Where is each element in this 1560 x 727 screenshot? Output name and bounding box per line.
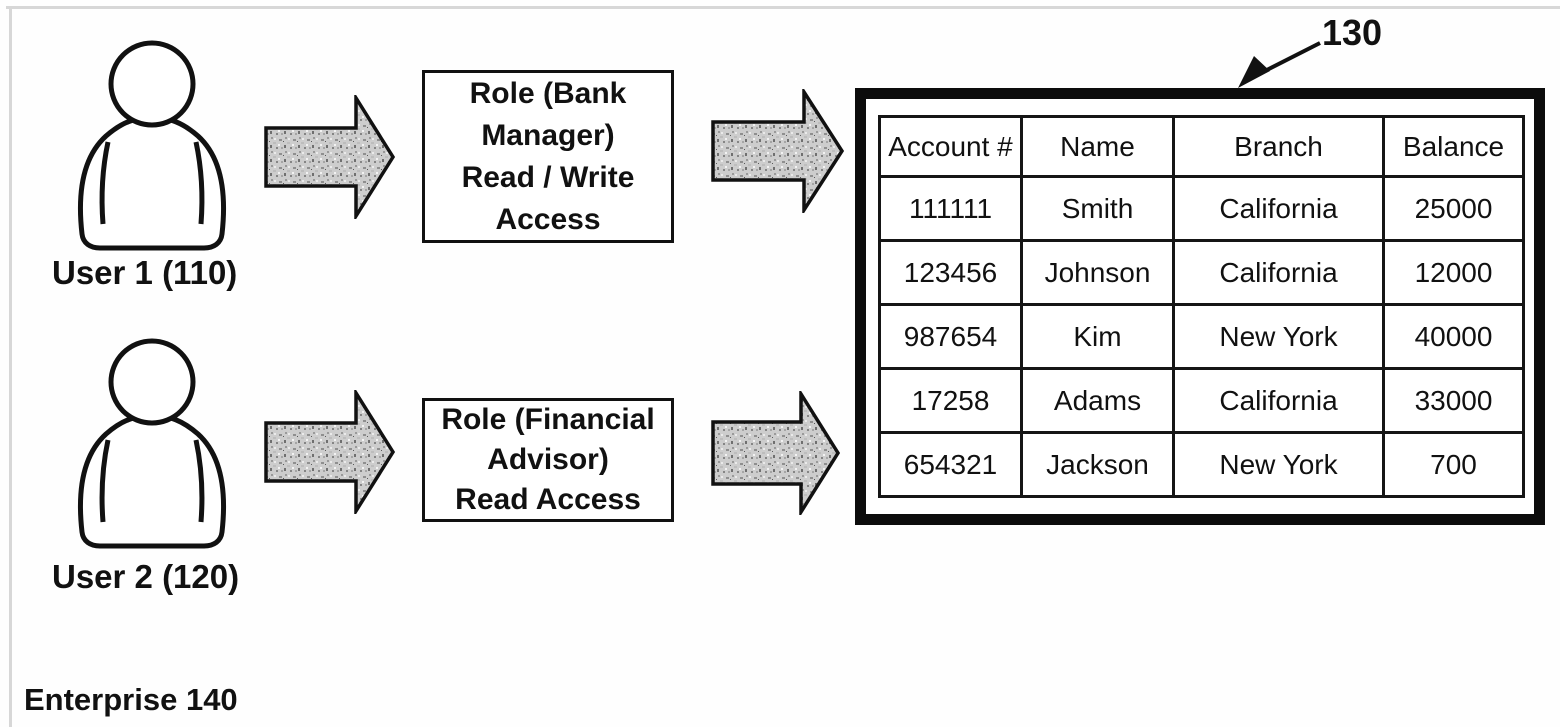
flow-arrow-role1-to-table-icon [711, 89, 845, 213]
callout-leader-arrow-icon [1238, 41, 1321, 88]
cell-balance: 40000 [1382, 303, 1525, 370]
callout-130-label: 130 [1322, 12, 1383, 53]
cell-account: 987654 [878, 303, 1023, 370]
scan-frame-left-line [9, 6, 12, 727]
cell-account: 654321 [878, 431, 1023, 498]
cell-branch: California [1172, 367, 1385, 434]
role-box-financial-advisor: Role (Financial Advisor) Read Access [422, 398, 674, 522]
user-2-label: User 2 (120) [52, 558, 240, 595]
cell-name: Adams [1020, 367, 1175, 434]
cell-name: Kim [1020, 303, 1175, 370]
header-name: Name [1020, 115, 1175, 178]
cell-balance: 25000 [1382, 175, 1525, 242]
cell-branch: California [1172, 239, 1385, 306]
header-balance: Balance [1382, 115, 1525, 178]
cell-balance: 700 [1382, 431, 1525, 498]
table-row: 17258 Adams California 33000 [878, 367, 1525, 434]
enterprise-label: Enterprise 140 [24, 682, 238, 717]
cell-branch: New York [1172, 303, 1385, 370]
user-1-label: User 1 (110) [52, 254, 238, 291]
table-row: 654321 Jackson New York 700 [878, 431, 1525, 498]
user-2-person-icon [77, 338, 227, 549]
cell-branch: New York [1172, 431, 1385, 498]
scan-frame-top-line [6, 6, 1560, 9]
table-row: 123456 Johnson California 12000 [878, 239, 1525, 306]
cell-name: Johnson [1020, 239, 1175, 306]
role-bank-manager-text: Role (Bank Manager) Read / Write Access [461, 76, 635, 236]
cell-balance: 12000 [1382, 239, 1525, 306]
table-row: 987654 Kim New York 40000 [878, 303, 1525, 370]
cell-account: 123456 [878, 239, 1023, 306]
database-table: Account # Name Branch Balance 111111 Smi… [878, 115, 1525, 498]
cell-account: 111111 [878, 175, 1023, 242]
role-box-bank-manager: Role (Bank Manager) Read / Write Access [422, 70, 674, 243]
flow-arrow-user2-to-role-icon [264, 390, 396, 514]
flow-arrow-user1-to-role-icon [264, 95, 396, 219]
header-account-number: Account # [878, 115, 1023, 178]
flow-arrow-role2-to-table-icon [711, 391, 841, 515]
cell-account: 17258 [878, 367, 1023, 434]
role-financial-advisor-text: Role (Financial Advisor) Read Access [441, 403, 655, 516]
user-1-person-icon [77, 40, 227, 251]
cell-name: Jackson [1020, 431, 1175, 498]
header-branch: Branch [1172, 115, 1385, 178]
cell-branch: California [1172, 175, 1385, 242]
cell-balance: 33000 [1382, 367, 1525, 434]
table-header-row: Account # Name Branch Balance [878, 115, 1525, 178]
cell-name: Smith [1020, 175, 1175, 242]
table-row: 111111 Smith California 25000 [878, 175, 1525, 242]
